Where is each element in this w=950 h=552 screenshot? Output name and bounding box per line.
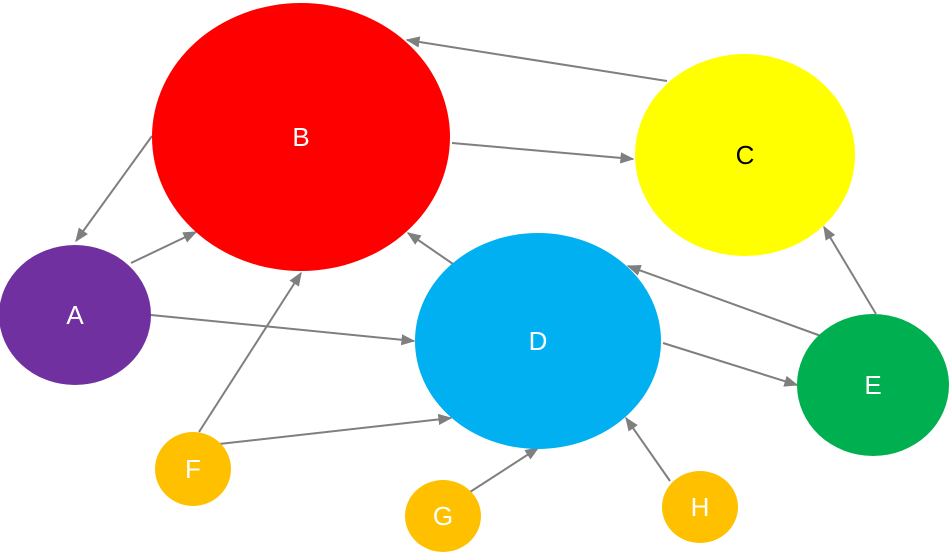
edge-b-to-c (451, 142, 635, 164)
edge-e-to-d (626, 265, 822, 337)
edge-d-to-b (406, 232, 454, 265)
node-b-label: B (292, 122, 309, 152)
node-c: C (635, 54, 855, 256)
node-g: G (405, 480, 481, 552)
node-h-circle (662, 471, 738, 543)
node-f-label: F (185, 454, 201, 484)
node-b-circle (152, 3, 450, 271)
node-g-circle (405, 480, 481, 552)
node-a-label: A (66, 300, 84, 330)
node-e: E (797, 314, 949, 456)
node-h: H (662, 471, 738, 543)
edge-layer (75, 36, 877, 493)
node-h-label: H (691, 492, 710, 522)
edge-d-to-e (662, 342, 799, 387)
node-f-circle (155, 432, 231, 506)
node-d-circle (415, 233, 661, 449)
edge-c-to-b (405, 36, 668, 82)
node-g-label: G (433, 501, 453, 531)
edge-a-to-d (150, 314, 416, 346)
node-e-circle (797, 314, 949, 456)
edge-e-to-c (823, 225, 877, 315)
node-c-label: C (736, 140, 755, 170)
node-d-label: D (529, 326, 548, 356)
node-d: D (415, 233, 661, 449)
node-f: F (155, 432, 231, 506)
node-c-circle (635, 54, 855, 256)
edge-f-to-b (198, 271, 302, 433)
edge-b-to-a (75, 135, 153, 243)
edge-h-to-d (625, 416, 671, 482)
edge-f-to-d (218, 413, 453, 445)
edge-a-to-b (130, 231, 198, 264)
node-layer: B C A D E F G H (0, 3, 949, 552)
edge-g-to-d (469, 447, 540, 493)
node-e-label: E (864, 370, 881, 400)
node-a: A (0, 245, 151, 385)
node-b: B (152, 3, 450, 271)
node-a-circle (0, 245, 151, 385)
